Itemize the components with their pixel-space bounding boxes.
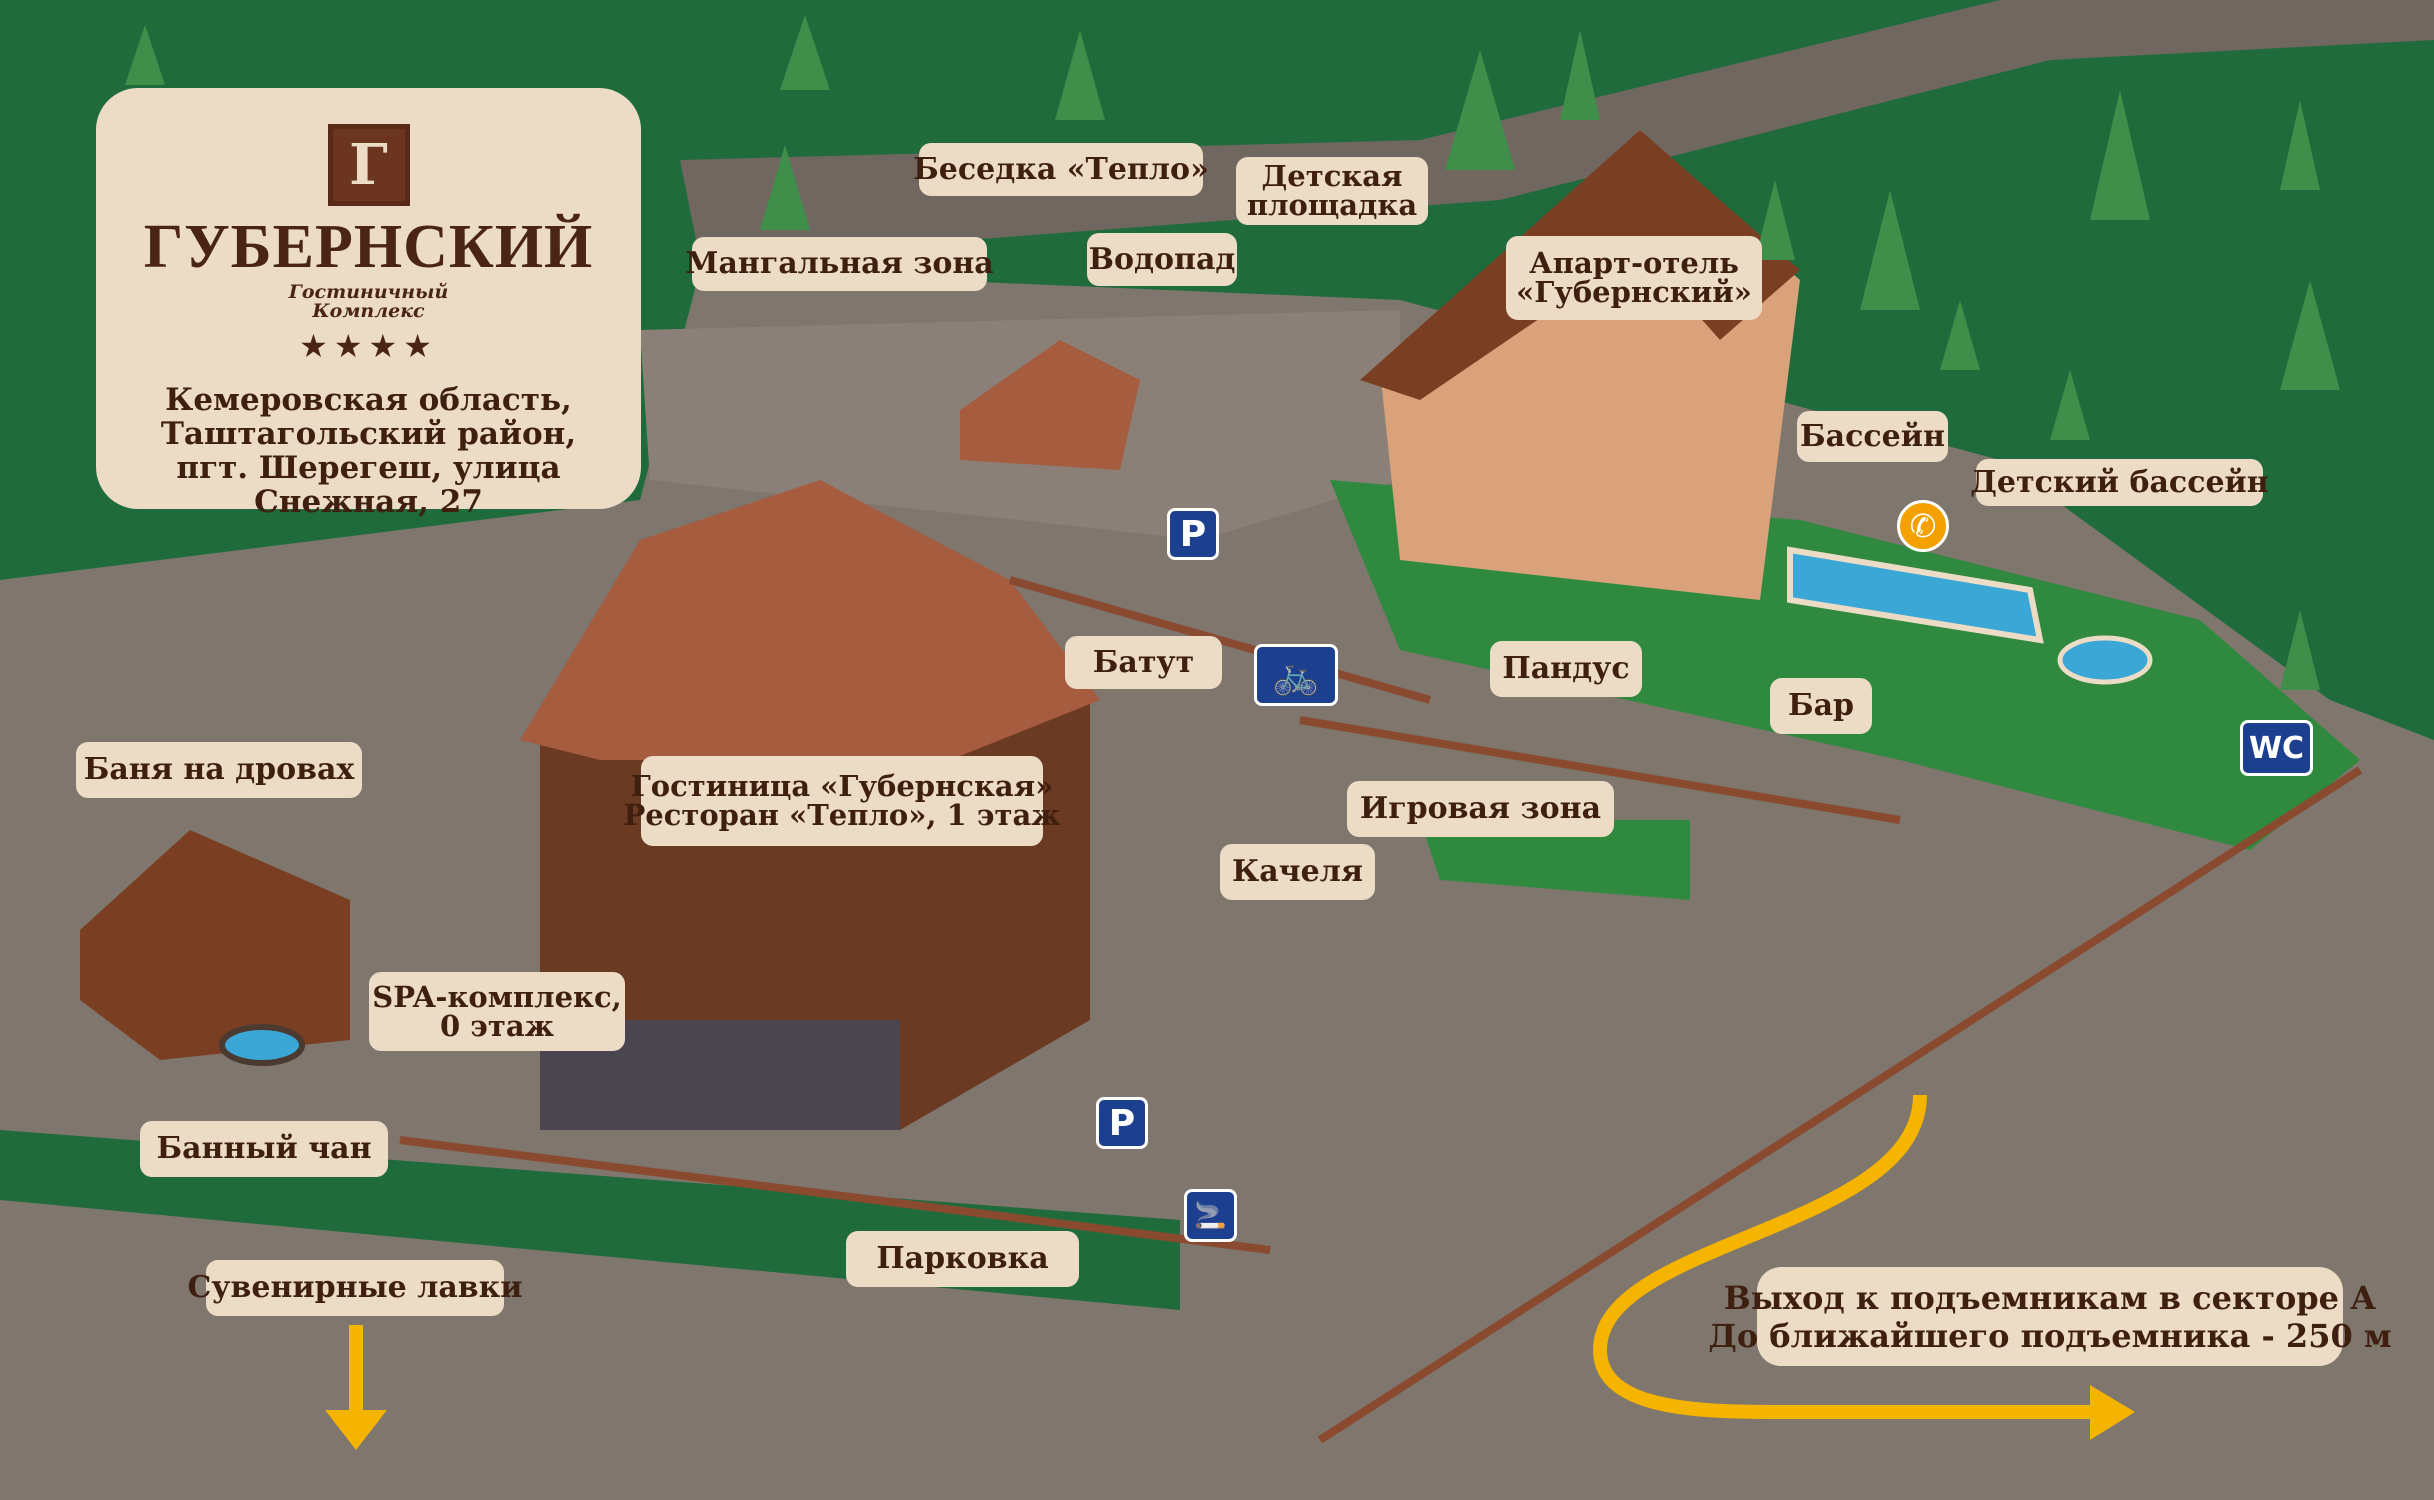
label-bar: Бар [1770,678,1872,734]
banya-building [80,830,350,1060]
game-lawn [1420,820,1690,900]
label-banya: Баня на дровах [76,742,362,798]
label-kids-pool: Детский бассейн [1970,459,2269,506]
fences [399,576,2363,1444]
label-chan: Банный чан [140,1121,388,1177]
label-parking: Парковка [846,1231,1079,1287]
label-swing: Качеля [1220,844,1375,900]
label-playground-1: Детская [1261,159,1403,193]
address-line-2: Таштагольский район, [160,416,577,453]
label-bbq: Мангальная зона [685,237,994,291]
label-playground-2: площадка [1246,188,1418,222]
wc-icon: WC [2240,720,2313,776]
bike-parking-icon: 🚲 [1254,644,1338,706]
souvenir-arrowhead [325,1410,387,1450]
logo-monogram: Г [327,124,410,206]
rating-stars: ★★★★ [299,327,438,365]
label-apart-hotel: Апарт-отель«Губернский» [1506,236,1762,320]
label-spa-1: SPA-комплекс, [372,979,622,1014]
label-ramp: Пандус [1490,641,1642,697]
label-hotel-1: Гостиница «Губернская» [630,769,1054,803]
label-gazebo: Беседка «Тепло» [913,143,1209,196]
label-trampoline: Батут [1065,636,1222,689]
pool [1787,546,2044,644]
gazebo-building [960,340,1140,470]
phone-icon: ✆ [1897,500,1949,552]
label-spa-2: 0 этаж [440,1008,554,1043]
logo-subtitle-1: Гостиничный [288,281,449,303]
label-waterfall: Водопад [1087,233,1237,286]
exit-arrow [1592,1094,2090,1419]
label-spa: SPA-комплекс,0 этаж [369,972,625,1051]
label-apart-2: «Губернский» [1516,275,1752,309]
label-exit-2: До ближайшего подъемника - 250 м [1708,1316,2392,1355]
logo-subtitle-2: Комплекс [312,300,425,322]
trees [125,15,2340,690]
address-line-3: пгт. Шерегеш, улица Снежная, 27 [176,450,561,521]
label-hotel-2: Ресторан «Тепло», 1 этаж [623,798,1061,832]
parking-icon: P [1096,1097,1148,1149]
label-hotel: Гостиница «Губернская»Ресторан «Тепло», … [623,756,1061,846]
address-line-1: Кемеровская область, [165,382,572,418]
exit-arrowhead [2090,1385,2135,1440]
label-souvenirs: Сувенирные лавки [187,1260,523,1316]
label-game-zone: Игровая зона [1347,781,1614,837]
chan-tub [219,1024,305,1066]
label-pool: Бассейн [1797,411,1948,462]
kids-pool [2057,635,2153,685]
smoking-area-icon: 🚬 [1184,1189,1237,1242]
logo-card: Г ГУБЕРНСКИЙ Гостиничный Комплекс ★★★★ К… [96,88,641,519]
logo-brand: ГУБЕРНСКИЙ [143,213,594,281]
hotel-roof [520,480,1100,760]
parking-icon: P [1167,508,1219,560]
label-apart-1: Апарт-отель [1529,246,1739,280]
label-exit-1: Выход к подъемникам в секторе А [1723,1278,2377,1317]
